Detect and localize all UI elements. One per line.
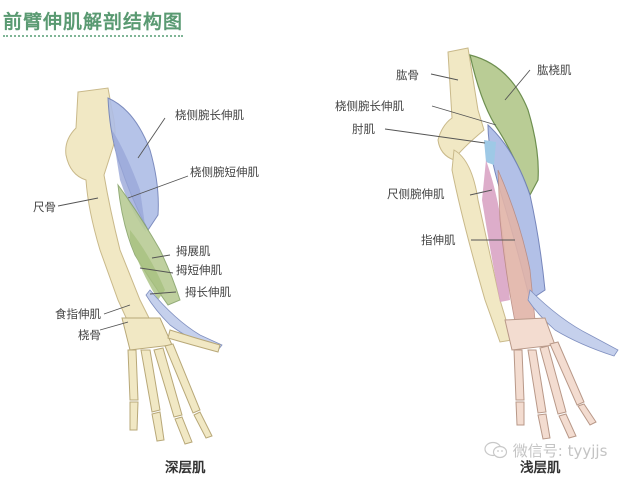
caption-superficial: 浅层肌 bbox=[520, 460, 561, 476]
wechat-icon bbox=[484, 441, 508, 459]
page-title: 前臂伸肌解剖结构图 bbox=[3, 7, 184, 37]
label-radius: 桡骨 bbox=[78, 328, 101, 342]
deep-arm-figure bbox=[65, 87, 223, 445]
label-ecrb: 桡侧腕短伸肌 bbox=[190, 165, 259, 179]
caption-deep: 深层肌 bbox=[165, 460, 206, 476]
deep-leader-lines bbox=[57, 117, 189, 331]
label-ecrl-deep: 桡侧腕长伸肌 bbox=[175, 108, 244, 122]
label-extensor-indicis: 食指伸肌 bbox=[55, 307, 101, 321]
label-anconeus: 肘肌 bbox=[352, 122, 375, 136]
label-ecrl-superficial: 桡侧腕长伸肌 bbox=[335, 99, 404, 113]
label-epb: 拇短伸肌 bbox=[176, 263, 222, 277]
label-ulna: 尺骨 bbox=[33, 200, 56, 214]
label-edc: 指伸肌 bbox=[421, 233, 456, 247]
superficial-arm-figure bbox=[437, 47, 619, 440]
label-ecu: 尺侧腕伸肌 bbox=[387, 187, 445, 201]
label-apl: 拇展肌 bbox=[176, 244, 211, 258]
label-epl: 拇长伸肌 bbox=[185, 285, 231, 299]
superficial-leader-lines bbox=[384, 69, 531, 241]
watermark: 微信号: tyyjjs bbox=[484, 440, 607, 461]
watermark-text: 微信号: tyyjjs bbox=[512, 442, 608, 460]
label-brachioradialis: 肱桡肌 bbox=[537, 63, 572, 77]
label-humerus: 肱骨 bbox=[396, 68, 419, 82]
